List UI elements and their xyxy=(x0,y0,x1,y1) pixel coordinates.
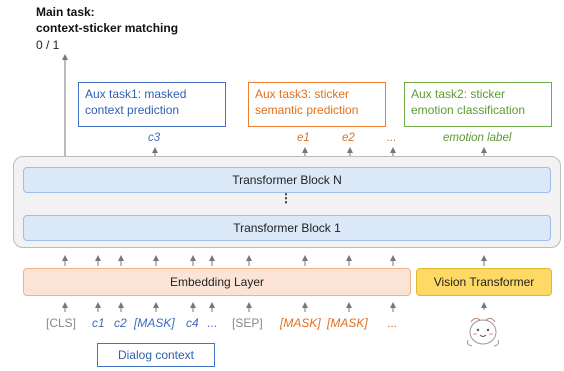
aux-task2-line1: Aux task2: sticker xyxy=(411,87,506,101)
token-c4: c4 xyxy=(186,316,199,330)
output-emotion-label: emotion label xyxy=(443,132,512,144)
token-ellipsis-1: ... xyxy=(207,316,218,330)
main-task-score: 0 / 1 xyxy=(36,38,60,52)
token-mask-1: [MASK] xyxy=(134,316,175,330)
transformer-block-n: Transformer Block N xyxy=(23,167,551,193)
output-e1: e1 xyxy=(297,132,310,144)
token-mask-3: [MASK] xyxy=(327,316,368,330)
token-to-embedding-arrows xyxy=(62,302,487,312)
token-ellipsis-2: ... xyxy=(387,316,398,330)
token-sep: [SEP] xyxy=(232,316,263,330)
sticker-icon xyxy=(467,317,499,347)
aux-task1-line2: context prediction xyxy=(85,103,180,117)
aux-task2-line2: emotion classification xyxy=(411,103,526,117)
token-mask-2: [MASK] xyxy=(280,316,321,330)
aux-task3-box: Aux task3: sticker semantic prediction xyxy=(248,82,386,127)
token-c1: c1 xyxy=(92,316,105,330)
aux-task1-line1: Aux task1: masked xyxy=(85,87,187,101)
token-cls: [CLS] xyxy=(46,316,77,330)
embedding-to-transformer-arrows xyxy=(62,255,487,266)
main-task-title-line1: Main task: xyxy=(36,5,95,19)
transformer-dots: ⋮ xyxy=(280,191,292,205)
vision-transformer: Vision Transformer xyxy=(416,268,552,296)
aux-task3-line1: Aux task3: sticker xyxy=(255,87,350,101)
output-ellipsis: ... xyxy=(387,132,397,144)
output-c3: c3 xyxy=(148,132,161,144)
dialog-context-label: Dialog context xyxy=(97,343,215,367)
aux-task1-box: Aux task1: masked context prediction xyxy=(78,82,226,127)
token-c2: c2 xyxy=(114,316,127,330)
aux-task2-box: Aux task2: sticker emotion classificatio… xyxy=(404,82,552,127)
main-task-title: Main task: context-sticker matching xyxy=(36,4,178,36)
embedding-layer: Embedding Layer xyxy=(23,268,411,296)
output-e2: e2 xyxy=(342,132,355,144)
main-task-title-line2: context-sticker matching xyxy=(36,21,179,35)
aux-task3-line2: semantic prediction xyxy=(255,103,359,117)
transformer-block-1: Transformer Block 1 xyxy=(23,215,551,241)
